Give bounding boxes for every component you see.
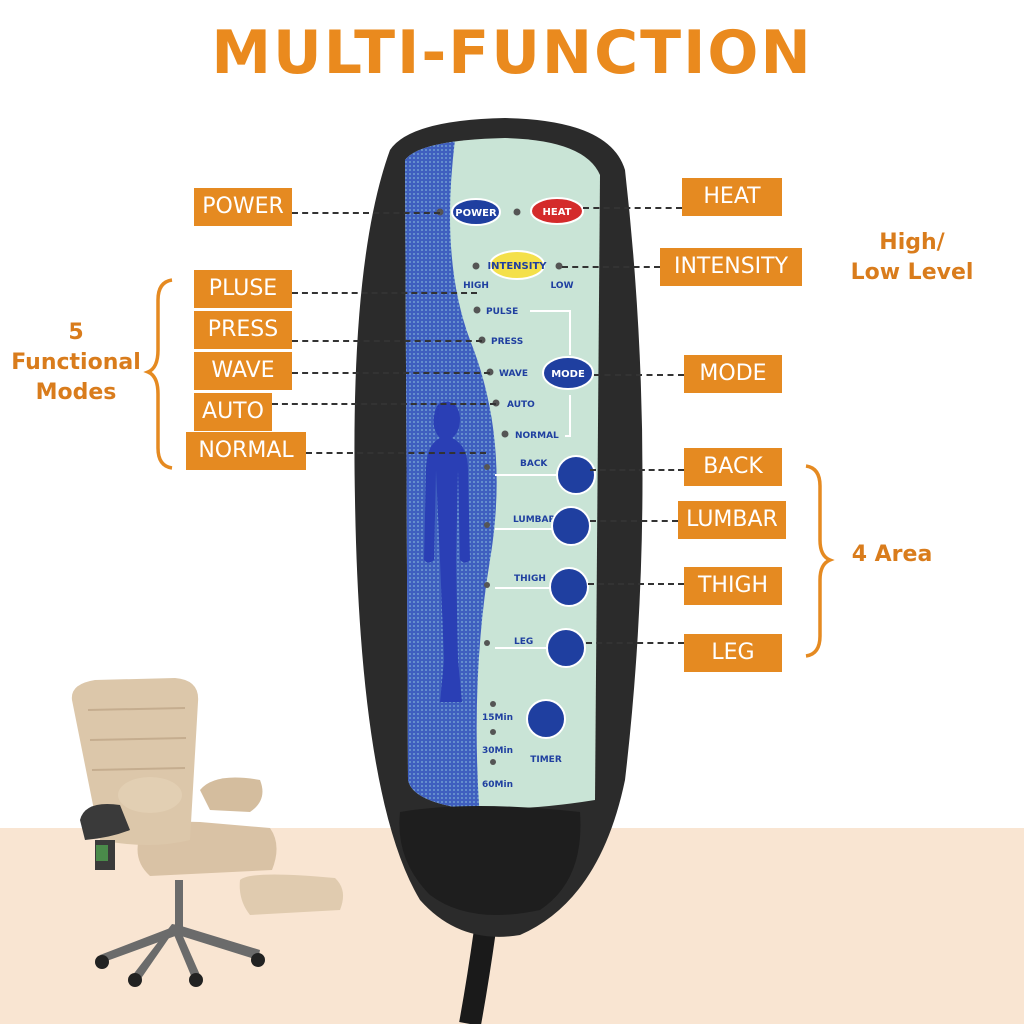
tag-pluse: PLUSE — [194, 270, 292, 308]
mode-button[interactable]: MODE — [542, 356, 594, 390]
svg-text:INTENSITY: INTENSITY — [487, 261, 547, 272]
svg-text:LOW: LOW — [551, 281, 574, 291]
intensity-button[interactable]: INTENSITY — [487, 250, 547, 280]
leader-leg — [586, 642, 684, 644]
svg-text:THIGH: THIGH — [514, 574, 546, 584]
svg-text:NORMAL: NORMAL — [515, 431, 559, 441]
leader-press — [292, 340, 482, 342]
tag-press: PRESS — [194, 311, 292, 349]
body-silhouette-icon — [424, 401, 470, 702]
level-note-text: High/ Low Level — [850, 230, 974, 285]
svg-text:HIGH: HIGH — [463, 281, 489, 291]
svg-text:WAVE: WAVE — [499, 369, 528, 379]
leader-pluse — [292, 292, 477, 294]
svg-text:AUTO: AUTO — [507, 400, 535, 410]
leader-thigh — [588, 583, 684, 585]
tag-leg: LEG — [684, 634, 782, 672]
leg-button[interactable] — [546, 628, 586, 668]
svg-text:PRESS: PRESS — [491, 337, 523, 347]
svg-text:60Min: 60Min — [482, 780, 513, 790]
tag-auto: AUTO — [194, 393, 272, 431]
svg-text:30Min: 30Min — [482, 746, 513, 756]
tag-power: POWER — [194, 188, 292, 226]
svg-text:BACK: BACK — [520, 459, 548, 469]
leader-back — [590, 469, 684, 471]
timer-button[interactable] — [526, 699, 566, 739]
tag-mode: MODE — [684, 355, 782, 393]
tag-lumbar: LUMBAR — [678, 501, 786, 539]
tag-heat: HEAT — [682, 178, 782, 216]
heat-button[interactable]: HEAT — [530, 197, 584, 225]
leader-auto — [272, 403, 496, 405]
modes-note-text: 5 Functional Modes — [11, 320, 141, 405]
svg-text:PULSE: PULSE — [486, 307, 518, 317]
level-note: High/ Low Level — [840, 228, 984, 288]
tag-wave: WAVE — [194, 352, 292, 390]
svg-text:LUMBAR: LUMBAR — [513, 515, 556, 525]
left-bracket — [143, 278, 173, 470]
leader-intensity — [562, 266, 660, 268]
back-button[interactable] — [556, 455, 596, 495]
leader-wave — [292, 372, 490, 374]
power-button[interactable]: POWER — [451, 198, 501, 226]
leader-mode — [594, 374, 684, 376]
svg-text:TIMER: TIMER — [530, 755, 562, 765]
right-bracket — [805, 464, 835, 658]
svg-text:MODE: MODE — [551, 369, 585, 380]
tag-normal: NORMAL — [186, 432, 306, 470]
svg-text:HEAT: HEAT — [543, 207, 572, 218]
tag-back: BACK — [684, 448, 782, 486]
area-note: 4 Area — [851, 542, 933, 567]
svg-text:LEG: LEG — [514, 637, 533, 647]
lumbar-button[interactable] — [551, 506, 591, 546]
leader-heat — [583, 207, 682, 209]
page-title: MULTI-FUNCTION — [211, 18, 813, 88]
modes-note: 5 Functional Modes — [4, 318, 148, 408]
leader-normal — [306, 452, 486, 454]
svg-text:POWER: POWER — [455, 208, 497, 219]
leader-lumbar — [590, 520, 678, 522]
svg-text:15Min: 15Min — [482, 713, 513, 723]
leader-power — [292, 212, 440, 214]
thigh-button[interactable] — [549, 567, 589, 607]
tag-intensity: INTENSITY — [660, 248, 802, 286]
tag-thigh: THIGH — [684, 567, 782, 605]
